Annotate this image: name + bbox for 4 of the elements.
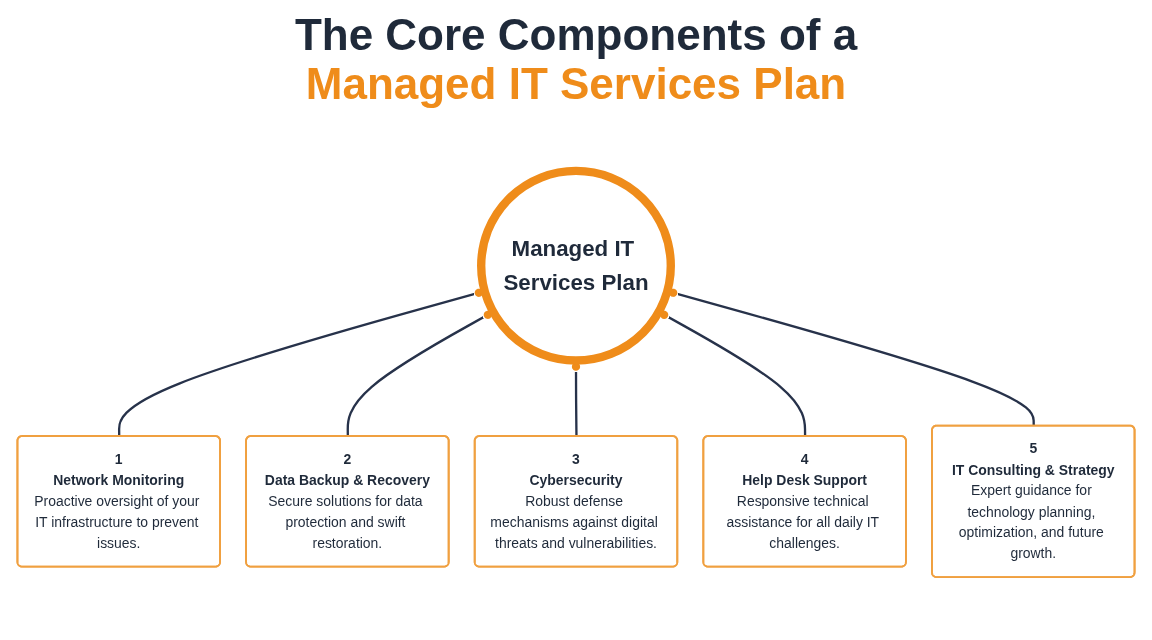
node-circle: Managed IT Services Plan	[477, 166, 675, 365]
connector	[658, 308, 807, 437]
title: The Core Components of a Managed IT Services Plan	[293, 9, 859, 109]
connector	[346, 308, 494, 437]
